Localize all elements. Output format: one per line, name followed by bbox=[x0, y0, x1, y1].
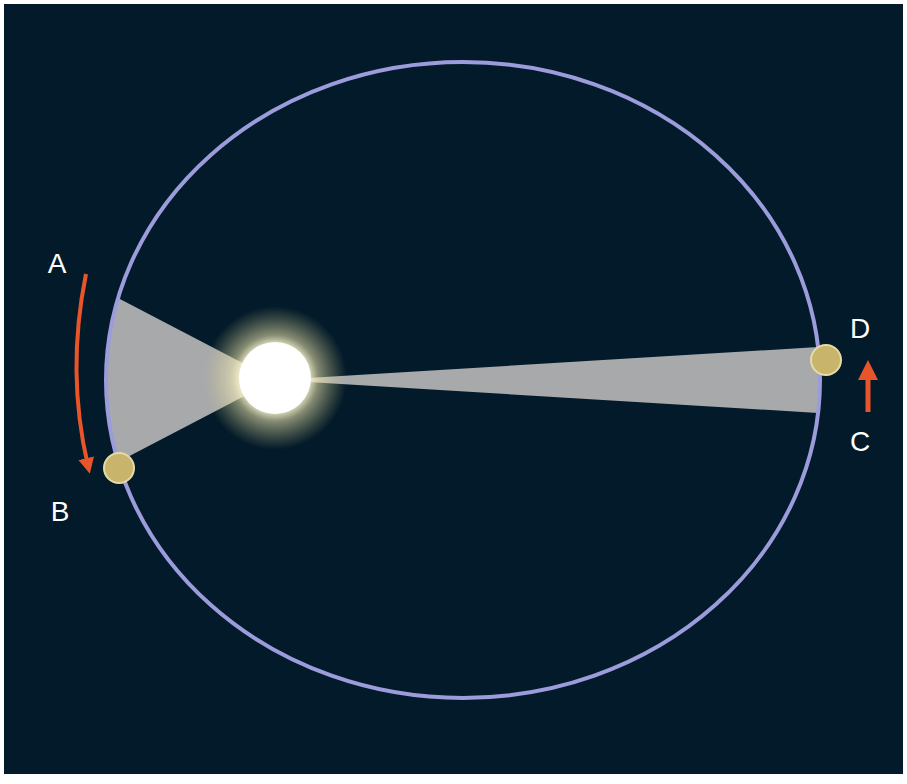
swept-area-wedge bbox=[275, 347, 820, 413]
planet bbox=[811, 345, 841, 375]
sun-glow bbox=[203, 306, 347, 450]
motion-arrow bbox=[76, 274, 88, 466]
point-label: B bbox=[51, 498, 70, 526]
point-label: D bbox=[850, 315, 870, 343]
sun bbox=[239, 342, 311, 414]
point-label: C bbox=[850, 428, 870, 456]
planet bbox=[104, 453, 134, 483]
point-label: A bbox=[48, 250, 67, 278]
orbit-ellipse bbox=[106, 62, 820, 698]
space-background bbox=[4, 4, 903, 774]
motion-arrow bbox=[866, 370, 871, 412]
